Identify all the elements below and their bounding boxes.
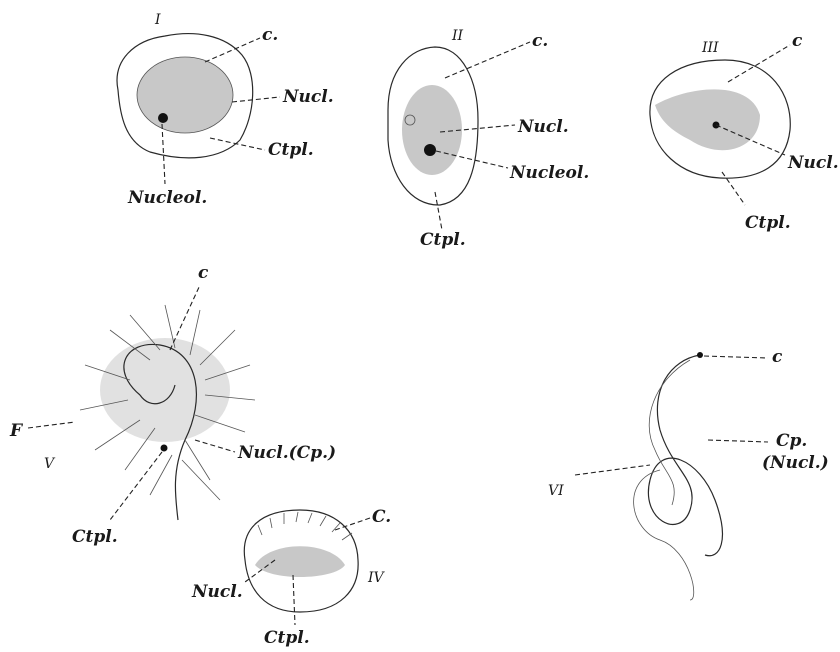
figure-iv-label-nucl: Nucl. [191, 582, 243, 602]
figure-vi-body [648, 355, 722, 556]
figure-v: V c F Nucl.(Cp.) Ctpl. [9, 263, 336, 547]
figure-iii: III c Nucl. Ctpl. [650, 31, 839, 233]
figure-i-label-c: c. [262, 25, 278, 45]
figure-vi-label-cp: Cp. [776, 431, 807, 451]
figure-v-label-f: F [9, 421, 24, 441]
figure-vi-numeral: VI [548, 483, 564, 499]
figure-ii-label-ctpl: Ctpl. [420, 230, 466, 250]
figure-vi-label-nucl: (Nucl.) [762, 453, 829, 473]
figure-iii-label-ctpl: Ctpl. [745, 213, 791, 233]
figure-iv-nucleus [255, 546, 345, 577]
figure-vi: VI c Cp. (Nucl.) [548, 347, 829, 600]
figure-i-nucleus [137, 57, 233, 133]
figure-i-label-nucleol: Nucleol. [127, 188, 207, 208]
figure-iii-nucleus [655, 89, 760, 150]
figure-i-label-nucl: Nucl. [282, 87, 334, 107]
figure-iv-label-c: C. [372, 507, 391, 527]
figure-ii-label-nucleol: Nucleol. [509, 163, 589, 183]
figure-v-label-ctpl: Ctpl. [72, 527, 118, 547]
figure-iv-numeral: IV [367, 570, 386, 586]
figure-i-nucleolus [158, 113, 168, 123]
figure-v-label-c: c [198, 263, 209, 283]
figure-i-label-ctpl: Ctpl. [268, 140, 314, 160]
figure-ii-nucleus [402, 85, 462, 175]
figure-ii-label-nucl: Nucl. [517, 117, 569, 137]
figure-iii-label-nucl: Nucl. [787, 153, 839, 173]
figure-iv-label-ctpl: Ctpl. [264, 628, 310, 648]
figure-v-numeral: V [44, 456, 56, 472]
figure-iii-numeral: III [701, 40, 719, 56]
figure-vi-label-c: c [772, 347, 783, 367]
figure-i: I c. Nucl. Ctpl. Nucleol. [117, 12, 334, 208]
figure-iii-label-c: c [792, 31, 803, 51]
figure-ii-nucleolus [424, 144, 436, 156]
figure-iv: IV C. Nucl. Ctpl. [191, 507, 391, 648]
figure-ii-label-c: c. [532, 31, 548, 51]
figure-v-label-nucl-cp: Nucl.(Cp.) [237, 443, 336, 463]
figure-i-numeral: I [154, 12, 161, 28]
figure-ii: II c. Nucl. Nucleol. Ctpl. [388, 28, 589, 250]
figure-ii-numeral: II [451, 28, 464, 44]
